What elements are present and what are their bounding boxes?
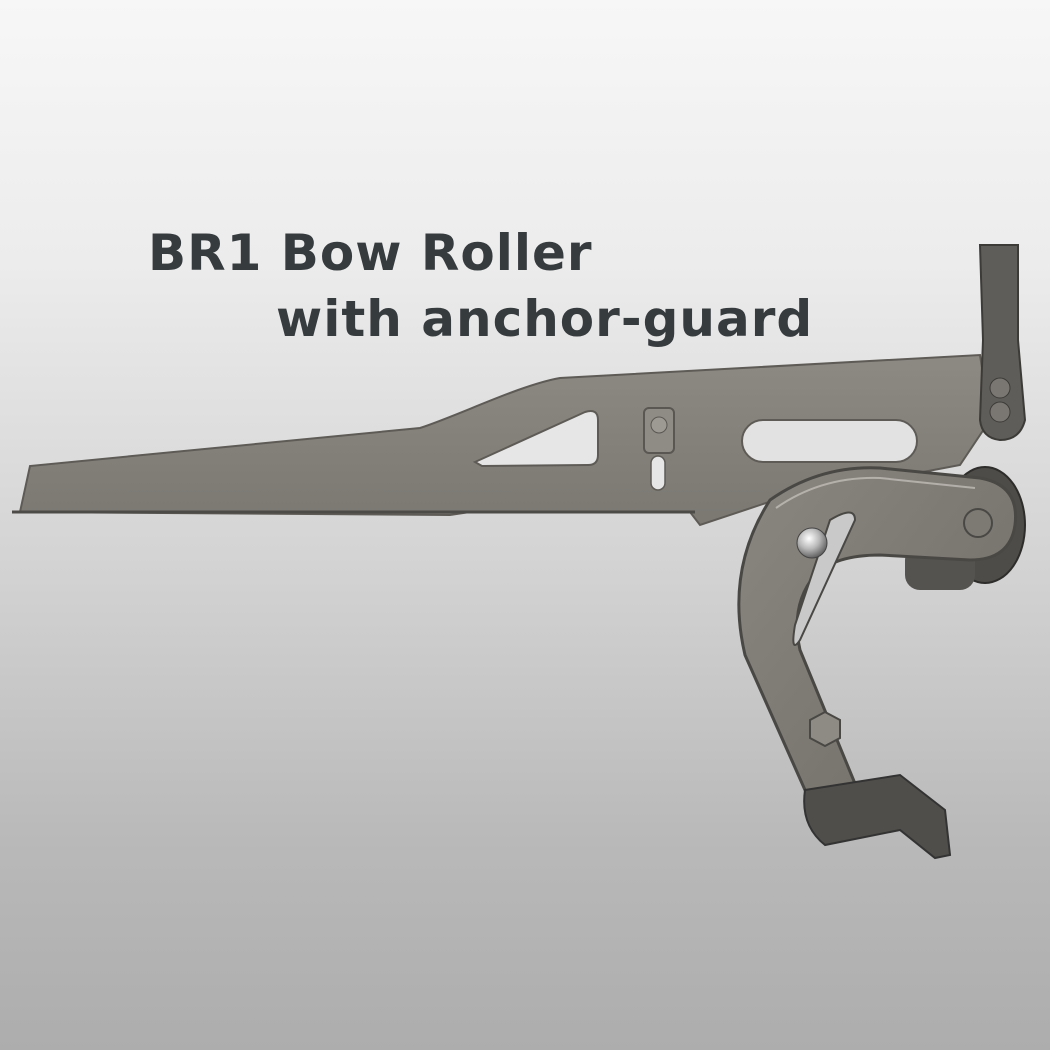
title-line-1: BR1 Bow Roller <box>148 224 593 282</box>
bolt-icon <box>809 710 841 748</box>
guard-strap <box>978 244 1027 442</box>
title-line-2: with anchor-guard <box>276 290 814 348</box>
roller-arm <box>737 466 1018 860</box>
bolt-icon <box>963 508 993 538</box>
ball-stop <box>796 527 828 559</box>
mounting-plate <box>12 353 992 527</box>
